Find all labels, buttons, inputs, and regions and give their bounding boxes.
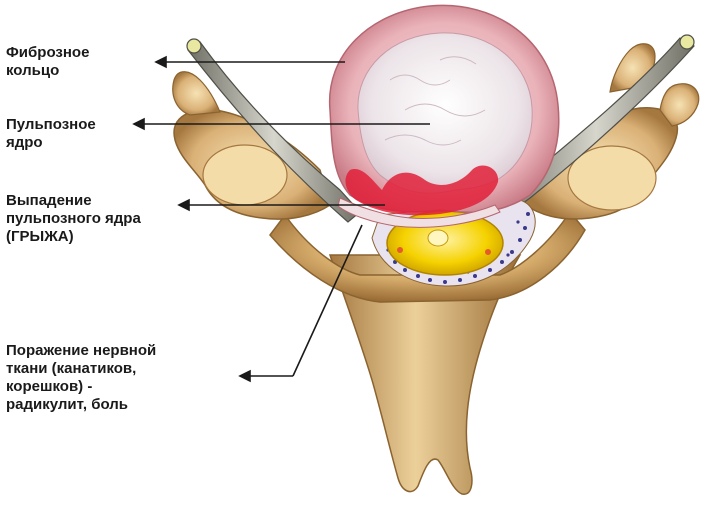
right-articular-lower: [659, 83, 700, 127]
label-annulus-fibrosus: Фиброзное кольцо: [6, 44, 89, 80]
label-nerve-line-3: корешков) -: [6, 378, 93, 395]
herniation-rupture: [345, 165, 499, 216]
spinal-cord-center: [427, 229, 449, 247]
label-nerve-line-4: радикулит, боль: [6, 396, 129, 413]
leader-lines: [132, 55, 430, 383]
label-herniation-line-1: Выпадение: [6, 192, 92, 209]
left-nerve-end: [186, 38, 202, 54]
label-nucleus-pulposus: Пульпозное ядро: [6, 116, 96, 152]
herniation-protrusion: [337, 197, 501, 228]
left-facet: [202, 144, 288, 206]
left-articular-process: [172, 71, 221, 116]
right-facet: [567, 145, 657, 211]
label-herniation-line-3: (ГРЫЖА): [6, 228, 74, 245]
label-annulus-line-2: кольцо: [6, 62, 60, 79]
label-herniation: Выпадение пульпозного ядра (ГРЫЖА): [6, 192, 141, 246]
nucleus-pulposus: [357, 32, 533, 194]
spinous-process: [328, 254, 522, 495]
right-nerve-end: [679, 34, 695, 50]
nucleus-texture: [384, 56, 486, 146]
label-nerve-damage: Поражение нервной ткани (канатиков, коре…: [6, 342, 156, 414]
label-annulus-line-1: Фиброзное: [6, 44, 90, 61]
label-herniation-line-2: пульпозного ядра: [6, 210, 141, 227]
label-nucleus-line-2: ядро: [6, 134, 43, 151]
label-nucleus-line-1: Пульпозное: [6, 116, 96, 133]
label-nerve-line-2: ткани (канатиков,: [6, 360, 137, 377]
label-nerve-line-1: Поражение нервной: [6, 342, 157, 359]
